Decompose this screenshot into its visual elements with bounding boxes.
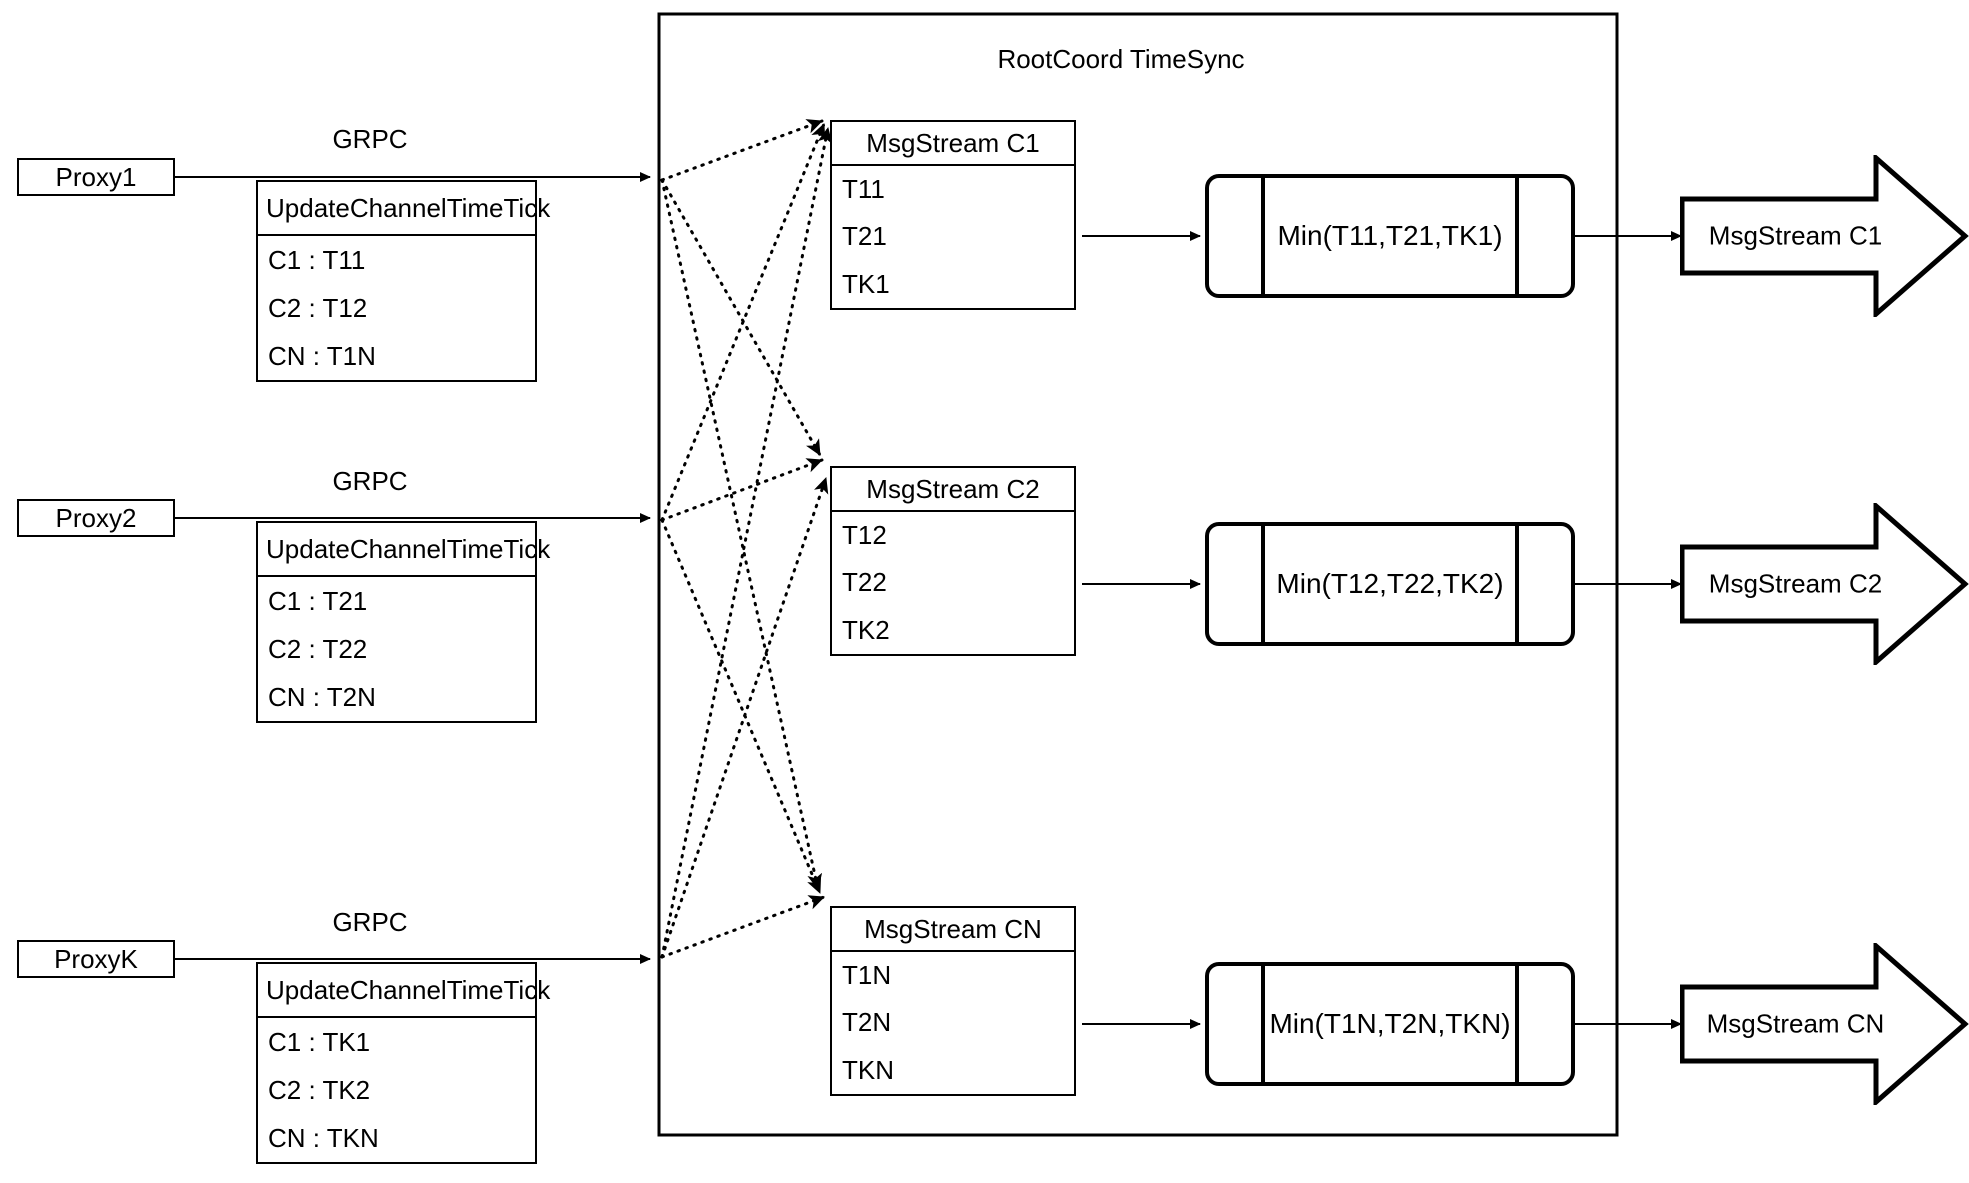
request-row: CN : T1N — [268, 340, 376, 371]
request-rows: C1 : T11 C2 : T12 CN : T1N — [258, 236, 535, 380]
msgstream-row: TK2 — [842, 614, 890, 645]
request-rows: C1 : T21 C2 : T22 CN : T2N — [258, 577, 535, 721]
request-box-proxyk: UpdateChannelTimeTick C1 : TK1 C2 : TK2 … — [256, 962, 550, 1164]
request-row: C1 : T11 — [268, 244, 366, 275]
msgstream-row: TK1 — [842, 268, 890, 299]
fan-pk-c2 — [660, 476, 829, 959]
process-rule-left — [1261, 966, 1265, 1082]
min-to-output-lines — [1572, 231, 1682, 1029]
msgstream-row: T12 — [842, 520, 887, 551]
request-box-proxy1: UpdateChannelTimeTick C1 : T11 C2 : T12 … — [256, 180, 550, 382]
process-rule-right — [1515, 526, 1519, 642]
process-rule-right — [1515, 178, 1519, 294]
proxy-box-proxy1[interactable]: Proxy1 — [17, 158, 175, 196]
request-row: C1 : T21 — [268, 585, 368, 616]
msgstream-title: MsgStream CN — [832, 908, 1074, 952]
fan-p1-cn — [660, 178, 823, 891]
fan-pk-cn — [660, 895, 826, 959]
proxy-label: ProxyK — [54, 944, 138, 974]
request-row: CN : TKN — [268, 1122, 379, 1153]
request-title: UpdateChannelTimeTick — [258, 182, 550, 236]
msgstream-row: TKN — [842, 1054, 894, 1085]
output-label: MsgStream C1 — [1708, 220, 1883, 251]
min-label: Min(T11,T21,TK1) — [1277, 220, 1503, 251]
fan-p2-c2 — [660, 458, 824, 522]
grpc-label-proxy1: GRPC — [332, 124, 408, 154]
msgstream-rows: T11 T21 TK1 — [832, 166, 1074, 308]
process-rule-left — [1261, 526, 1265, 642]
output-arrow-cn: MsgStream CN — [1680, 943, 1969, 1105]
output-label: MsgStream C2 — [1708, 568, 1883, 599]
fan-p1-c2 — [660, 178, 822, 457]
process-rule-right — [1515, 966, 1519, 1082]
request-row: CN : T2N — [268, 681, 376, 712]
msgstream-row: T11 — [842, 174, 885, 205]
msgstream-rows: T1N T2N TKN — [832, 952, 1074, 1094]
min-process-c1: Min(T11,T21,TK1) — [1205, 174, 1575, 298]
request-box-proxy2: UpdateChannelTimeTick C1 : T21 C2 : T22 … — [256, 521, 550, 723]
request-row: C2 : T12 — [268, 292, 368, 323]
request-title: UpdateChannelTimeTick — [258, 964, 550, 1018]
min-process-cn: Min(T1N,T2N,TKN) — [1205, 962, 1575, 1086]
min-label: Min(T1N,T2N,TKN) — [1269, 1008, 1511, 1039]
min-label: Min(T12,T22,TK2) — [1276, 568, 1504, 599]
output-arrow-c2: MsgStream C2 — [1680, 503, 1969, 665]
msgstream-to-min-lines — [1082, 231, 1201, 1029]
request-title: UpdateChannelTimeTick — [258, 523, 550, 577]
proxy-box-proxy2[interactable]: Proxy2 — [17, 499, 175, 537]
msgstream-box-c2: MsgStream C2 T12 T22 TK2 — [830, 466, 1076, 656]
request-row: C2 : T22 — [268, 633, 368, 664]
request-row: C1 : TK1 — [268, 1026, 371, 1057]
msgstream-row: T2N — [842, 1007, 892, 1038]
grpc-label-proxyk: GRPC — [332, 907, 408, 937]
msgstream-rows: T12 T22 TK2 — [832, 512, 1074, 654]
fan-p1-c1 — [660, 119, 824, 182]
msgstream-title: MsgStream C1 — [832, 122, 1074, 166]
fan-p2-c1 — [660, 122, 826, 522]
request-rows: C1 : TK1 C2 : TK2 CN : TKN — [258, 1018, 535, 1162]
grpc-label-proxy2: GRPC — [332, 466, 408, 496]
msgstream-box-cn: MsgStream CN T1N T2N TKN — [830, 906, 1076, 1096]
proxy-box-proxyk[interactable]: ProxyK — [17, 940, 175, 978]
msgstream-row: T1N — [842, 960, 892, 991]
output-arrow-c1: MsgStream C1 — [1680, 155, 1969, 317]
rootcoord-timesync-title: RootCoord TimeSync — [997, 44, 1245, 74]
msgstream-title: MsgStream C2 — [832, 468, 1074, 512]
min-process-c2: Min(T12,T22,TK2) — [1205, 522, 1575, 646]
request-row: C2 : TK2 — [268, 1074, 371, 1105]
process-rule-left — [1261, 178, 1265, 294]
fan-pk-c1 — [660, 126, 833, 959]
fan-p2-cn — [660, 518, 822, 895]
output-label: MsgStream CN — [1706, 1008, 1885, 1039]
msgstream-box-c1: MsgStream C1 T11 T21 TK1 — [830, 120, 1076, 310]
msgstream-row: T21 — [842, 221, 887, 252]
msgstream-row: T22 — [842, 567, 887, 598]
timetick-fanout-lines — [660, 119, 833, 959]
proxy-label: Proxy1 — [55, 162, 137, 192]
proxy-label: Proxy2 — [55, 503, 137, 533]
